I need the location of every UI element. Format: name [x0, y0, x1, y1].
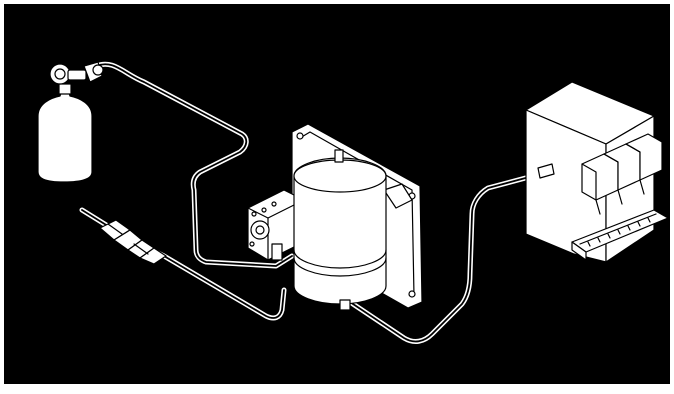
carbonator-tank-icon	[293, 149, 387, 311]
carbonated-water-line	[347, 169, 551, 344]
plumbing-diagram	[37, 61, 669, 344]
gas-cylinder-icon	[37, 61, 104, 183]
co2-gas-line	[93, 61, 295, 269]
water-inlet-fitting-icon	[99, 219, 167, 265]
water-inlet-line	[79, 207, 287, 321]
diagram-panel	[4, 4, 670, 384]
soda-dispenser-icon	[525, 81, 669, 263]
pump-motor-icon	[247, 189, 305, 261]
